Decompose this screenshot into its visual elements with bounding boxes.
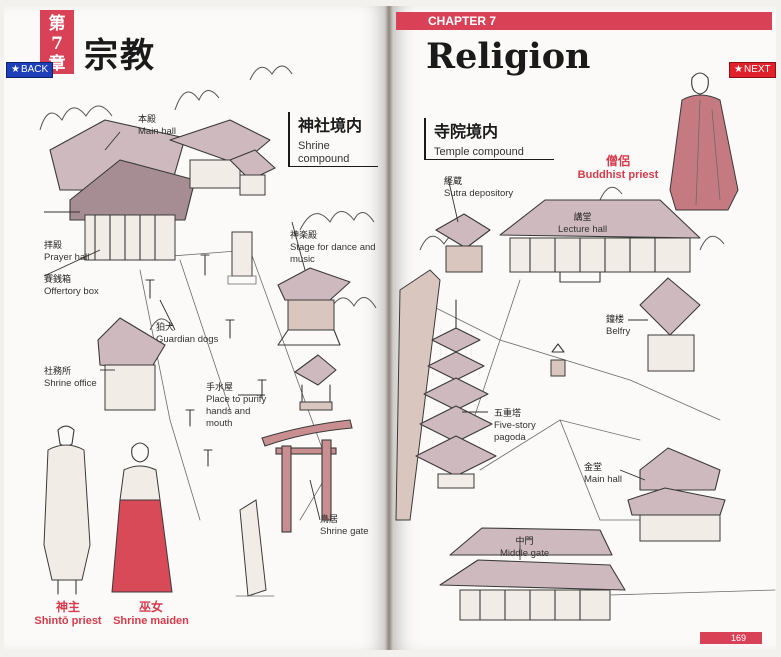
chapter-banner: CHAPTER 7: [396, 12, 772, 30]
label-shrine-gate: 鳥居 Shrine gate: [320, 514, 369, 538]
book-gutter: [385, 6, 393, 650]
shrine-maiden-jp: 巫女: [138, 600, 163, 614]
temple-corridor-drawing: [395, 269, 441, 521]
shrine-ground-paths: [119, 249, 331, 521]
shinto-priest-en: Shintō priest: [34, 615, 102, 627]
buddhist-priest-jp: 僧侶: [605, 154, 630, 168]
buddhist-priest-en: Buddhist priest: [577, 169, 659, 181]
shinto-priest-jp: 神主: [55, 600, 80, 614]
label-belfry-en: Belfry: [606, 326, 631, 337]
shinto-priest-caption: 神主 Shintō priest: [28, 598, 108, 627]
shrine-maiden-caption: 巫女 Shrine maiden: [104, 598, 198, 627]
buddhist-priest-caption: 僧侶 Buddhist priest: [570, 152, 666, 181]
middle-gate-drawing: [439, 527, 776, 621]
label-shrine-office: 社務所 Shrine office: [44, 366, 97, 390]
temple-compound-en: Temple compound: [434, 146, 524, 158]
label-pagoda: 五重塔 Five-story pagoda: [494, 408, 550, 444]
shrine-maiden-figure: [111, 442, 173, 593]
star-icon: ★: [11, 64, 20, 75]
label-offertory-box-en: Offertory box: [44, 286, 99, 297]
label-prayer-hall: 拝殿 Prayer hall: [44, 240, 89, 264]
label-lecture-hall: 講堂 Lecture hall: [558, 212, 607, 236]
page-title-jp: 宗教: [84, 36, 156, 76]
label-offertory-box: 賽銭箱 Offertory box: [44, 274, 99, 298]
shrine-compound-en-line2: compound: [298, 153, 350, 165]
temple-main-hall-drawing: [627, 447, 726, 542]
pagoda-drawing: [415, 299, 497, 489]
label-kagura-stage-jp: 神楽殿: [290, 231, 318, 241]
label-pagoda-en: Five-story pagoda: [494, 420, 536, 443]
page-number: 169: [700, 632, 762, 644]
label-offertory-box-jp: 賽銭箱: [44, 275, 72, 285]
sutra-depository-drawing: [435, 213, 491, 273]
label-belfry-jp: 鐘楼: [606, 315, 625, 325]
label-purification: 手水屋 Place to purify hands and mouth: [206, 382, 276, 430]
label-main-hall-en: Main hall: [138, 126, 177, 137]
label-shrine-gate-jp: 鳥居: [320, 515, 339, 525]
chapter-kanji-2: 7: [51, 34, 63, 54]
shrine-compound-heading: 神社境内 Shrine compound: [288, 112, 378, 167]
lecture-hall-drawing: [499, 199, 701, 283]
stone-sign-drawing: [235, 499, 275, 597]
shrine-compound-jp: 神社境内: [298, 116, 363, 135]
label-purification-jp: 手水屋: [206, 383, 234, 393]
next-button[interactable]: ★NEXT: [729, 62, 776, 78]
label-temple-main-hall-jp: 金堂: [584, 463, 603, 473]
label-temple-main-hall: 金堂 Main hall: [584, 462, 622, 486]
label-belfry: 鐘楼 Belfry: [606, 314, 630, 338]
label-lecture-hall-en: Lecture hall: [558, 224, 608, 235]
shrine-compound-en-line1: Shrine: [298, 140, 330, 152]
temple-compound-jp: 寺院境内: [434, 122, 499, 141]
shrine-compound-en: Shrine compound: [298, 140, 378, 166]
shinto-priest-figure: [43, 425, 91, 595]
label-lecture-hall-jp: 講堂: [573, 213, 592, 223]
kagura-stage-drawing: [277, 267, 351, 346]
shrine-maiden-en: Shrine maiden: [113, 615, 189, 627]
courtyard-lantern-drawing: [550, 343, 566, 377]
temple-compound-heading: 寺院境内 Temple compound: [424, 118, 554, 160]
belfry-drawing: [639, 277, 701, 372]
label-middle-gate-jp: 中門: [515, 537, 534, 547]
label-guardian-dogs-jp: 狛犬: [156, 323, 175, 333]
buddhist-priest-figure: [669, 72, 739, 211]
label-middle-gate-en: Middle gate: [500, 548, 550, 559]
label-main-hall: 本殿 Main hall: [138, 114, 176, 138]
label-sutra-depository-jp: 経蔵: [444, 177, 463, 187]
label-guardian-dogs-en: Guardian dogs: [156, 334, 219, 345]
label-kagura-stage: 神楽殿 Stage for dance and music: [290, 230, 378, 266]
label-temple-main-hall-en: Main hall: [584, 474, 623, 485]
purification-pavilion-drawing: [294, 354, 337, 411]
shrine-office-drawing: [97, 317, 166, 411]
label-main-hall-jp: 本殿: [138, 115, 157, 125]
shrine-main-hall-drawing: [49, 119, 276, 261]
label-prayer-hall-jp: 拝殿: [44, 241, 63, 251]
stone-monument-drawing: [227, 231, 257, 285]
label-sutra-depository-en: Sutra depository: [444, 188, 514, 199]
back-button-label: BACK: [20, 64, 49, 75]
label-shrine-office-en: Shrine office: [44, 378, 97, 389]
star-icon: ★: [734, 64, 743, 75]
tree-line-left: [39, 65, 377, 331]
lantern-marks: [145, 254, 267, 467]
label-middle-gate: 中門 Middle gate: [500, 536, 549, 560]
label-leader-lines: [43, 131, 648, 560]
torii-gate-drawing: [261, 419, 353, 533]
label-pagoda-jp: 五重塔: [494, 409, 522, 419]
label-guardian-dogs: 狛犬 Guardian dogs: [156, 322, 218, 346]
label-prayer-hall-en: Prayer hall: [44, 252, 90, 263]
label-purification-en: Place to purify hands and mouth: [206, 394, 267, 429]
label-shrine-gate-en: Shrine gate: [320, 526, 369, 537]
chapter-kanji-1: 第: [48, 14, 66, 34]
label-sutra-depository: 経蔵 Sutra depository: [444, 176, 513, 200]
page-title-en: Religion: [426, 36, 591, 77]
back-button[interactable]: ★BACK: [6, 62, 54, 78]
label-kagura-stage-en: Stage for dance and music: [290, 242, 376, 265]
next-button-label: NEXT: [743, 64, 771, 75]
label-shrine-office-jp: 社務所: [44, 367, 72, 377]
